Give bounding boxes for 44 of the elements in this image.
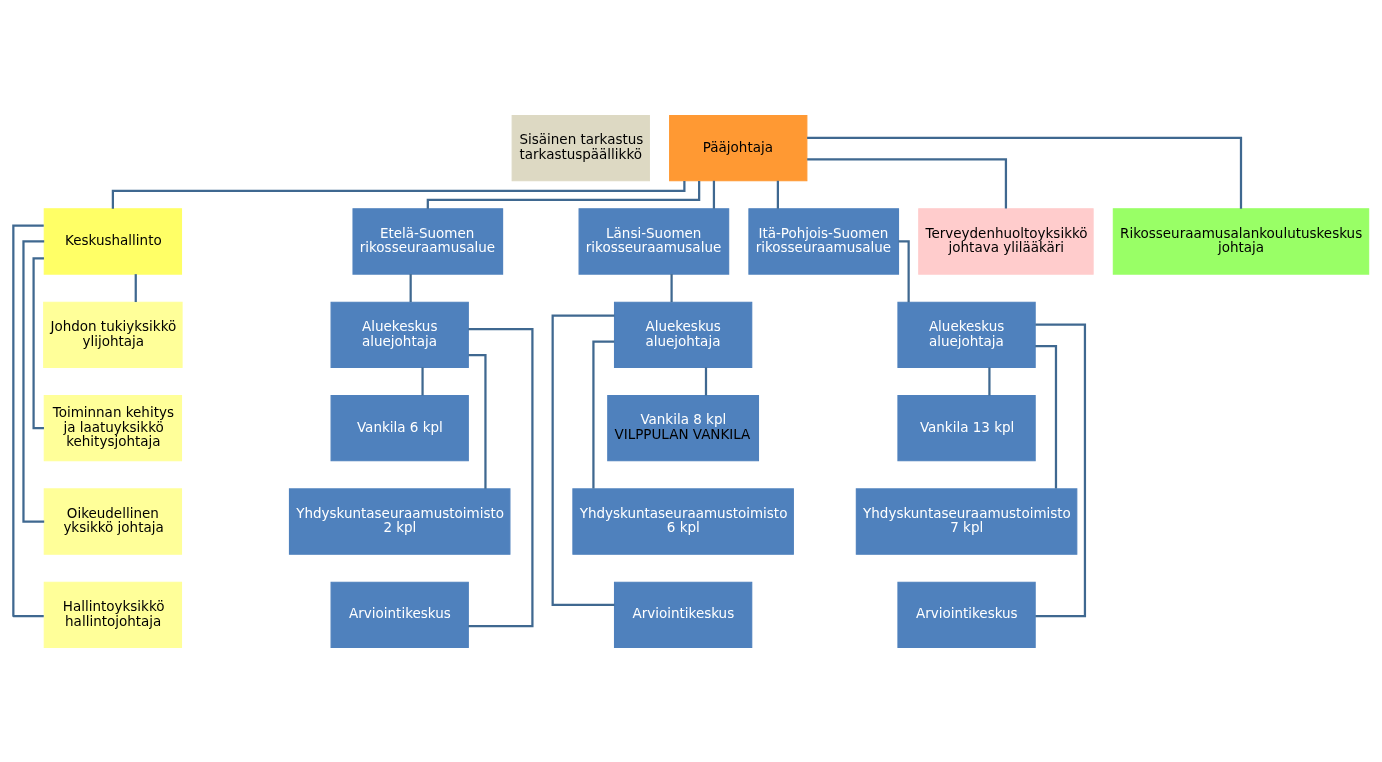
node-box: Keskushallinto (43, 207, 183, 275)
node-box: Etelä-Suomen rikosseuraamusalue (352, 207, 504, 275)
connector (898, 239, 910, 302)
connector (592, 339, 615, 488)
node-box: Arviointikeskus (613, 581, 753, 648)
node-box: Itä-Pohjois-Suomen rikosseuraamusalue (748, 207, 900, 275)
node-box: Terveydenhuoltoyksikkö johtava ylilääkäri (918, 207, 1094, 275)
node-box: Länsi-Suomen rikosseuraamusalue (578, 207, 730, 275)
connector (776, 180, 779, 209)
connector (807, 157, 1008, 209)
node-box: Vankila 13 kpl (897, 394, 1036, 461)
connector (551, 314, 615, 606)
connector (807, 136, 1243, 209)
node-box: Aluekeskus aluejohtaja (613, 301, 753, 368)
node-box: Arviointikeskus (330, 581, 469, 648)
node-box: Aluekeskus aluejohtaja (330, 301, 469, 368)
connector (421, 366, 424, 395)
connector (712, 180, 716, 209)
node-box: Yhdyskuntaseuraamustoimisto 7 kpl (855, 487, 1078, 555)
node-box: Vankila 6 kpl (330, 394, 469, 461)
connector (988, 366, 991, 395)
connector (468, 327, 534, 627)
node-box: Pääjohtaja (669, 114, 808, 181)
node-box: Oikeudellinen yksikkö johtaja (43, 487, 183, 555)
node-box: Vankila 8 kpl VILPPULAN VANKILA (607, 394, 760, 461)
connector (134, 273, 137, 302)
node-box: Hallintoyksikkö hallintojohtaja (43, 581, 183, 648)
connector (1035, 344, 1058, 489)
node-box: Arviointikeskus (897, 581, 1036, 648)
node-box: Sisäinen tarkastus tarkastuspäällikkö (511, 114, 650, 181)
node-box: Aluekeskus aluejohtaja (897, 301, 1036, 368)
node-box: Rikosseuraamusalankoulutuskeskus johtaja (1112, 207, 1370, 275)
connector (670, 273, 673, 302)
connector (426, 180, 701, 209)
node-box: Johdon tukiyksikkö ylijohtaja (43, 301, 183, 368)
node-box: Toiminnan kehitys ja laatuyksikkö kehitysjohtaja (43, 394, 183, 461)
connector (1035, 323, 1087, 617)
node-box: Yhdyskuntaseuraamustoimisto 2 kpl (288, 487, 511, 555)
connector (409, 273, 412, 302)
connector (468, 353, 487, 489)
connector (704, 366, 708, 395)
connector (32, 256, 44, 429)
connector (12, 224, 44, 617)
node-box: Yhdyskuntaseuraamustoimisto 6 kpl (572, 487, 794, 555)
